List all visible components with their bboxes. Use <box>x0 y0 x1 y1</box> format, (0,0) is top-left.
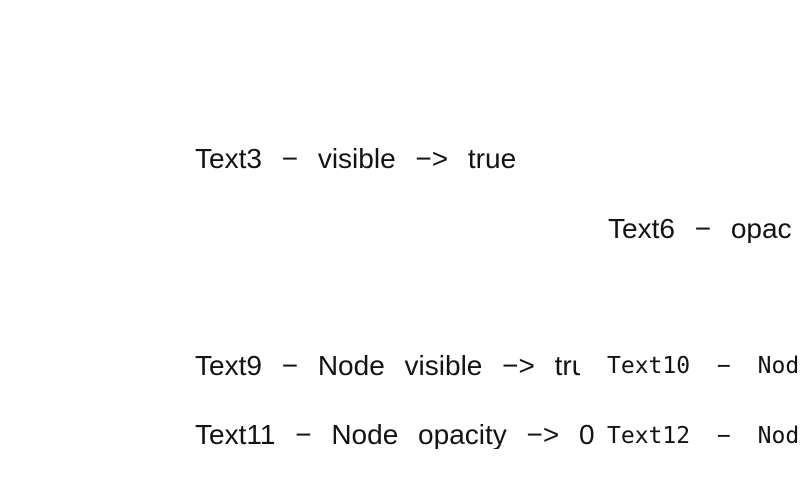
text-label-text11: Text11 − Node opacity −> 0 <box>195 421 594 449</box>
text-label-text3: Text3 − visible −> true <box>195 145 517 173</box>
text-label-text6: Text6 − opac <box>608 215 792 243</box>
text-label-text10: Text10 − Node <box>607 355 800 378</box>
text-label-text12: Text12 − Node <box>607 425 800 448</box>
text-label-text9: Text9 − Node visible −> true <box>195 352 580 380</box>
